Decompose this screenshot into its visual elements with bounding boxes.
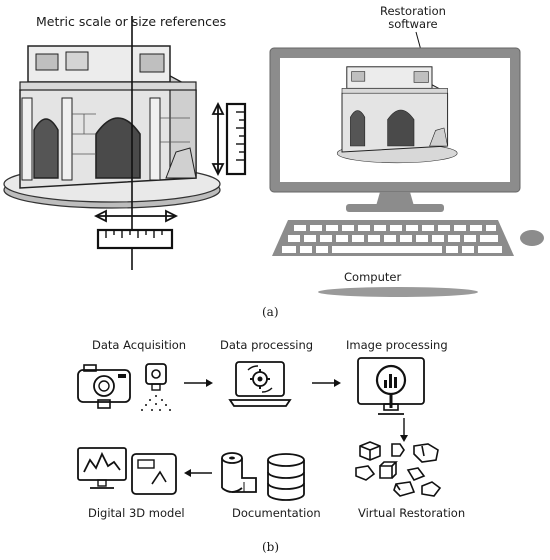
restoration-software-label: Restoration software	[380, 5, 446, 31]
mouse-icon	[520, 230, 544, 246]
tripod-icon	[97, 399, 111, 409]
step-documentation: Documentation	[232, 506, 321, 520]
database-icon	[267, 453, 305, 501]
step-image-processing: Image processing	[346, 338, 448, 352]
step-digital-3d-model: Digital 3D model	[88, 506, 185, 520]
computer-icon	[269, 47, 544, 297]
caption-a: (a)	[262, 305, 279, 319]
magnifier-monitor-icon	[357, 357, 425, 415]
restoration-software-line2: software	[388, 17, 438, 31]
flow-arrow-2	[312, 379, 341, 387]
camera-icon	[77, 364, 131, 403]
scanner-icon	[141, 363, 171, 411]
caption-b: (b)	[262, 540, 280, 554]
flow-arrow-4	[184, 469, 212, 477]
step-data-acquisition: Data Acquisition	[92, 338, 187, 352]
arch-icon	[3, 16, 221, 270]
restoration-software-line1: Restoration	[380, 4, 446, 18]
ruler-icon	[211, 101, 247, 177]
flow-arrow-1	[184, 379, 213, 387]
flow-arrow-3	[400, 418, 408, 442]
scale-reference-label: Metric scale or size references	[36, 14, 227, 29]
model-window-icon	[131, 453, 177, 495]
computer-label: Computer	[344, 270, 402, 284]
horizontal-ruler-icon	[93, 209, 179, 250]
step-virtual-restoration: Virtual Restoration	[358, 506, 466, 520]
laptop-gear-icon	[228, 361, 292, 407]
film-roll-icon	[221, 452, 257, 493]
fragments-icon	[355, 441, 442, 497]
monitor-chart-icon	[77, 447, 127, 489]
step-data-processing: Data processing	[220, 338, 314, 352]
